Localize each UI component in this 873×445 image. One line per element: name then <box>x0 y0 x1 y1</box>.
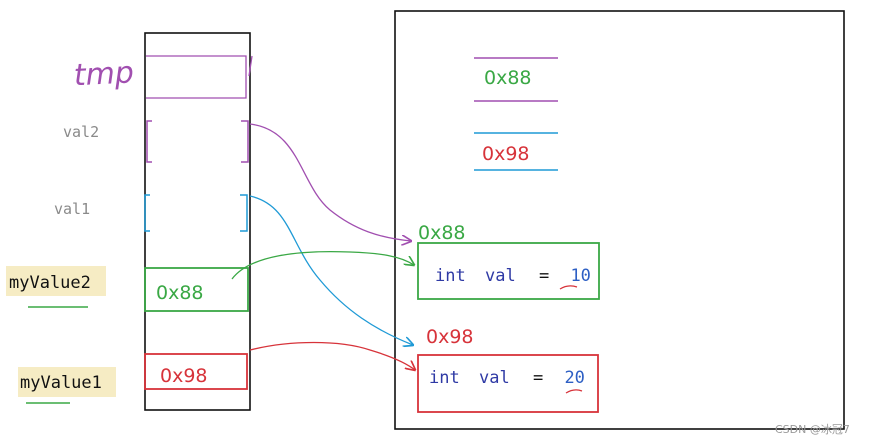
myValue2-label-highlight <box>6 266 106 296</box>
myValue1-value: 0x98 <box>160 365 208 387</box>
object-b-value: 20 <box>564 368 584 388</box>
object-b-code: int val = 20 <box>429 368 585 388</box>
object-a-keyword: int <box>435 266 466 286</box>
val2-label: val2 <box>63 123 99 141</box>
myValue2-arrow <box>231 250 414 280</box>
watermark: CSDN @冰冠7 <box>775 423 850 436</box>
val1-label: val1 <box>54 200 90 218</box>
object-a-name: val <box>485 266 516 286</box>
myValue1-label: myValue1 <box>20 373 102 393</box>
tmp-value-lines <box>474 57 558 102</box>
object-a-value-underline <box>559 285 578 290</box>
myValue1-arrow <box>249 341 415 371</box>
tmp-slot <box>146 55 253 99</box>
heap-frame <box>394 10 845 430</box>
myValue2-value: 0x88 <box>156 282 204 304</box>
val1-slot <box>144 194 248 232</box>
slot-value-lines <box>474 132 558 171</box>
myValue1-label-highlight <box>18 367 116 397</box>
object-a-address: 0x88 <box>418 222 466 244</box>
object-a-code: int val = 10 <box>435 266 591 286</box>
myValue2-label: myValue2 <box>9 273 91 293</box>
object-b-box <box>417 354 599 413</box>
slot-value: 0x98 <box>482 143 530 165</box>
object-b-value-underline <box>565 389 583 394</box>
object-b-address: 0x98 <box>426 326 474 348</box>
tmp-label: tmp <box>73 55 135 93</box>
object-b-op: = <box>533 368 543 388</box>
object-a-op: = <box>539 266 549 286</box>
object-b-name: val <box>479 368 510 388</box>
object-a-value: 10 <box>570 266 590 286</box>
val2-arrow <box>249 123 411 241</box>
tmp-value: 0x88 <box>484 67 532 89</box>
object-a-box <box>417 242 600 300</box>
object-b-keyword: int <box>429 368 460 388</box>
val2-slot <box>146 120 249 163</box>
myValue1-slot <box>144 353 248 390</box>
val1-arrow <box>249 195 413 345</box>
myValue2-slot <box>144 267 249 312</box>
